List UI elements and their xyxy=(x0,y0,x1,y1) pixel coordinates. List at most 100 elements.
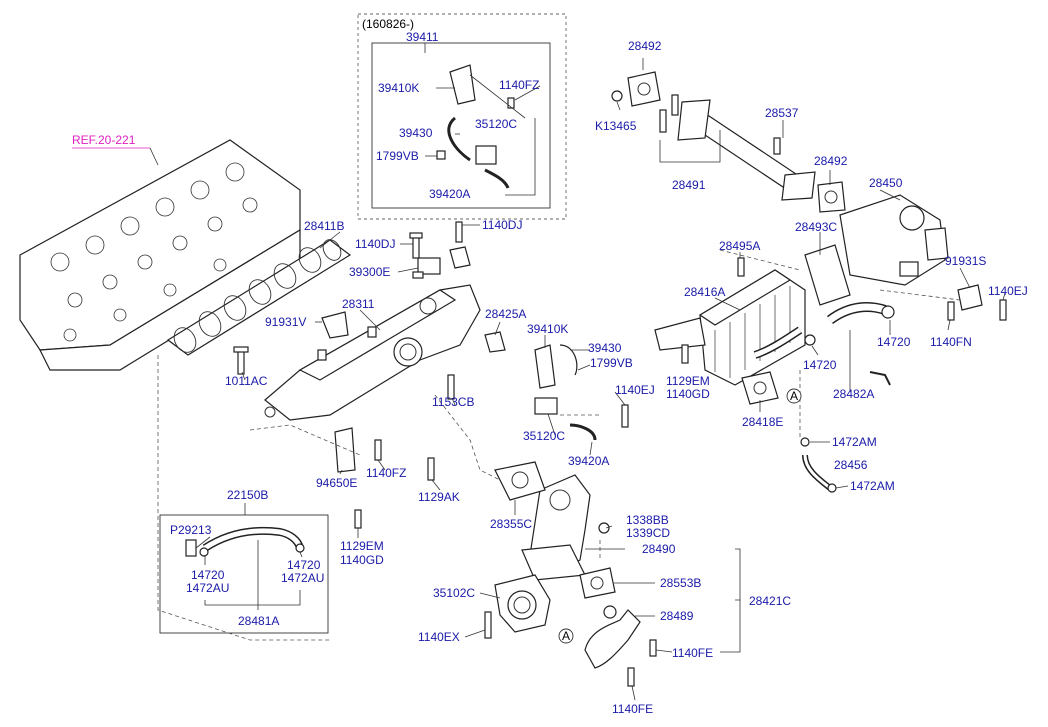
part-label-1140dj-b[interactable]: 1140DJ xyxy=(482,218,522,232)
part-label-1140fn[interactable]: 1140FN xyxy=(930,335,972,349)
callout-a-marker-2: A xyxy=(562,629,570,643)
part-label-28491[interactable]: 28491 xyxy=(672,178,706,192)
part-label-k13465[interactable]: K13465 xyxy=(595,119,637,133)
part-label-1799vb-a[interactable]: 1799VB xyxy=(376,149,419,163)
part-label-p29213[interactable]: P29213 xyxy=(170,523,212,537)
part-label-14720-d[interactable]: 14720 xyxy=(287,558,321,572)
nut-1338bb xyxy=(598,522,610,534)
part-label-28482a[interactable]: 28482A xyxy=(833,387,874,401)
bolt-1140fe-b xyxy=(627,667,635,687)
gasket-28492-b xyxy=(817,181,846,213)
part-label-14720-c[interactable]: 14720 xyxy=(191,568,225,582)
egr-pipe-28489 xyxy=(584,605,641,669)
nut-k13465 xyxy=(611,90,623,102)
part-label-1129em-a[interactable]: 1129EM xyxy=(666,374,710,388)
part-label-1140fe-a[interactable]: 1140FE xyxy=(672,646,713,660)
bolt-1129em-a xyxy=(681,344,689,364)
part-label-14720-b[interactable]: 14720 xyxy=(803,358,837,372)
stud-1153cb xyxy=(447,374,455,400)
gasket-28355c xyxy=(494,461,546,501)
part-label-39410k-b[interactable]: 39410K xyxy=(527,322,568,336)
bracket-1140dj-b xyxy=(449,221,471,269)
part-label-1472au-a[interactable]: 1472AU xyxy=(186,581,229,595)
part-label-39410k-a[interactable]: 39410K xyxy=(378,81,419,95)
part-label-1472am-a[interactable]: 1472AM xyxy=(832,435,877,449)
bracket-39410k-b xyxy=(534,344,556,389)
bolt-28495a xyxy=(737,257,745,277)
part-label-1140fz-a[interactable]: 1140FZ xyxy=(499,78,539,92)
part-label-1140ej-b[interactable]: 1140EJ xyxy=(615,383,655,397)
part-label-1153cb[interactable]: 1153CB xyxy=(432,395,474,409)
part-label-1140fz-b[interactable]: 1140FZ xyxy=(366,466,406,480)
bolt-1140fz-b xyxy=(374,439,382,461)
egr-pipe xyxy=(659,94,816,201)
part-label-1140gd-b[interactable]: 1140GD xyxy=(340,553,384,567)
bracket-94650e xyxy=(334,427,356,473)
part-label-28553b[interactable]: 28553B xyxy=(660,576,701,590)
part-label-39420a-a[interactable]: 39420A xyxy=(429,187,470,201)
throttle-body-35102c xyxy=(494,574,551,633)
subassembly-parts xyxy=(436,64,515,189)
part-label-1339cd[interactable]: 1339CD xyxy=(626,526,670,540)
egr-valve xyxy=(839,194,949,286)
bolt-1140dj-a xyxy=(409,232,423,259)
part-label-28416a[interactable]: 28416A xyxy=(684,285,725,299)
part-label-28418e[interactable]: 28418E xyxy=(742,415,783,429)
bracket-28425a xyxy=(484,331,506,353)
ref-label[interactable]: REF.20-221 xyxy=(72,133,136,147)
part-label-28493c[interactable]: 28493C xyxy=(795,220,837,234)
part-label-91931v[interactable]: 91931V xyxy=(265,315,306,329)
part-label-39430-a[interactable]: 39430 xyxy=(399,126,433,140)
clamp-14720-a xyxy=(881,305,895,319)
part-label-1011ac[interactable]: 1011AC xyxy=(225,374,268,388)
part-label-1140dj-a[interactable]: 1140DJ xyxy=(355,237,395,251)
gasket-28493c xyxy=(804,244,851,306)
part-label-1140gd-a[interactable]: 1140GD xyxy=(666,387,710,401)
part-label-28450[interactable]: 28450 xyxy=(869,176,903,190)
part-label-28492-b[interactable]: 28492 xyxy=(814,154,848,168)
part-label-35120c-a[interactable]: 35120C xyxy=(475,117,517,131)
egr-cooler xyxy=(654,269,806,386)
subassembly-frame xyxy=(371,42,551,209)
part-label-1129ak[interactable]: 1129AK xyxy=(418,490,460,504)
part-label-94650e[interactable]: 94650E xyxy=(316,476,357,490)
part-label-28311[interactable]: 28311 xyxy=(342,297,375,311)
part-label-28421c[interactable]: 28421C xyxy=(749,594,791,608)
part-label-28411b[interactable]: 28411B xyxy=(304,219,344,233)
part-label-1140ej-a[interactable]: 1140EJ xyxy=(988,284,1028,298)
part-label-22150b[interactable]: 22150B xyxy=(227,488,268,502)
part-label-1140ex[interactable]: 1140EX xyxy=(418,630,460,644)
part-label-14720-a[interactable]: 14720 xyxy=(877,335,911,349)
part-label-1799vb-b[interactable]: 1799VB xyxy=(590,356,633,370)
part-label-28489[interactable]: 28489 xyxy=(660,609,694,623)
part-label-1140fe-b[interactable]: 1140FE xyxy=(612,702,653,716)
subassembly-code: (160826-) xyxy=(362,17,414,31)
part-label-28456[interactable]: 28456 xyxy=(834,458,868,472)
part-label-28537[interactable]: 28537 xyxy=(765,106,799,120)
part-label-1472au-b[interactable]: 1472AU xyxy=(281,571,324,585)
part-label-28355c[interactable]: 28355C xyxy=(490,517,532,531)
intake-manifold xyxy=(264,284,481,421)
part-label-28492-a[interactable]: 28492 xyxy=(628,39,662,53)
part-label-39300e[interactable]: 39300E xyxy=(349,265,390,279)
part-label-1338bb[interactable]: 1338BB xyxy=(626,513,669,527)
callout-a-marker-1: A xyxy=(790,389,798,403)
intake-manifold-gasket xyxy=(166,239,352,356)
part-label-91931s[interactable]: 91931S xyxy=(945,254,986,268)
part-label-28495a[interactable]: 28495A xyxy=(719,239,760,253)
part-label-39430-b[interactable]: 39430 xyxy=(588,341,622,355)
part-label-39411[interactable]: 39411 xyxy=(406,30,439,44)
bolt-1011ac xyxy=(233,346,249,375)
leader-lines xyxy=(195,43,1006,701)
part-label-35102c[interactable]: 35102C xyxy=(433,586,475,600)
bolt-1140ex xyxy=(484,611,492,639)
bolt-1129em-b xyxy=(354,509,362,529)
part-label-1472am-b[interactable]: 1472AM xyxy=(850,479,895,493)
part-label-39420a-b[interactable]: 39420A xyxy=(568,454,609,468)
part-label-28425a[interactable]: 28425A xyxy=(485,307,526,321)
part-label-28481a[interactable]: 28481A xyxy=(238,614,279,628)
part-label-28490[interactable]: 28490 xyxy=(642,542,676,556)
part-label-1129em-b[interactable]: 1129EM xyxy=(340,539,384,553)
part-label-35120c-b[interactable]: 35120C xyxy=(523,429,565,443)
